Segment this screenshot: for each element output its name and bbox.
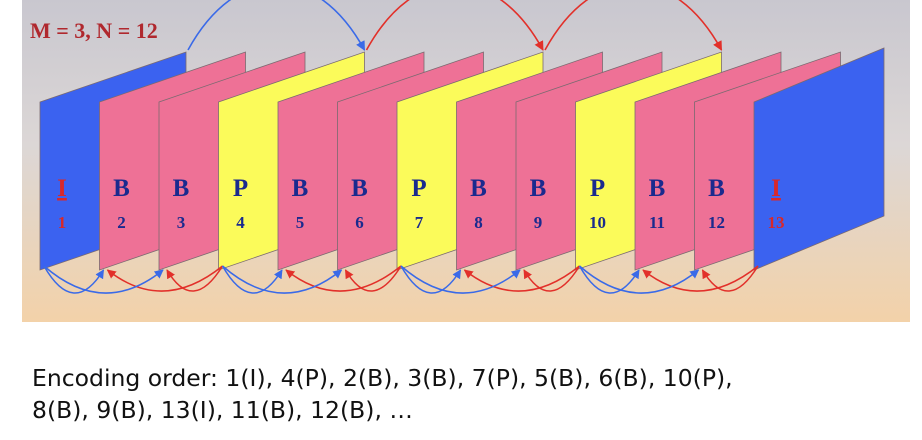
arc-bottom-4-to-5: [221, 265, 283, 294]
frame-13-number: 13: [768, 213, 785, 232]
frame-8-type: B: [470, 175, 487, 202]
frame-11-type: B: [649, 175, 666, 202]
frame-6-type: B: [351, 175, 368, 202]
arc-bottom-10-to-9: [523, 265, 581, 292]
frame-11-number: 11: [649, 213, 665, 232]
encoding-order-line-2: 8(B), 9(B), 13(I), 11(B), 12(B), …: [32, 396, 413, 424]
frame-2-number: 2: [117, 213, 126, 232]
arc-bottom-10-to-11: [578, 265, 640, 294]
arc-top-7-to-10: [544, 0, 723, 51]
frame-12-type: B: [708, 175, 725, 202]
frame-labels: I 1 B 2 B 3 P 4 B 5 B 6 P 7 B 8 B 9 P 10 B 11 B 12 I 13: [57, 175, 784, 232]
frame-4-number: 4: [236, 213, 245, 232]
frame-12-number: 12: [708, 213, 725, 232]
frame-1-number: 1: [58, 213, 67, 232]
frame-9-number: 9: [534, 213, 543, 232]
arc-bottom-13-to-11: [642, 265, 759, 292]
encoding-order-caption: Encoding order: 1(I), 4(P), 2(B), 3(B), …: [32, 362, 912, 426]
frame-2-type: B: [113, 175, 130, 202]
frame-13-type: I: [771, 175, 781, 202]
frame-9-type: B: [530, 175, 547, 202]
frame-3-number: 3: [177, 213, 186, 232]
frame-8-number: 8: [474, 213, 483, 232]
arc-top-1-to-4: [187, 0, 366, 51]
encoding-order-line-1: Encoding order: 1(I), 4(P), 2(B), 3(B), …: [32, 364, 733, 392]
frame-4-type: P: [233, 175, 248, 202]
gop-diagram: M = 3, N = 12 I 1 B 2 B 3 P 4 B 5 B 6 P 7 B 8 B 9 P 10 B 11 B 1…: [22, 0, 910, 322]
frame-1-type: I: [57, 175, 67, 202]
arc-bottom-10-to-12: [579, 265, 700, 294]
gop-label: M = 3, N = 12: [30, 18, 158, 43]
frame-7-type: P: [411, 175, 426, 202]
frame-3-type: B: [173, 175, 190, 202]
arc-bottom-10-to-8: [463, 265, 580, 292]
arc-top-4-to-7: [365, 0, 544, 51]
arc-bottom-13-to-12: [701, 265, 759, 292]
arc-bottom-7-to-5: [285, 265, 402, 292]
arc-bottom-4-to-6: [222, 265, 343, 294]
arc-bottom-4-to-2: [106, 265, 223, 292]
top-reference-arcs: [187, 0, 723, 51]
bottom-reference-arcs: [43, 265, 759, 294]
frame-5-number: 5: [296, 213, 305, 232]
frame-13-sheet: [753, 47, 885, 271]
arc-bottom-1-to-3: [43, 265, 164, 294]
frame-5-type: B: [292, 175, 309, 202]
frame-10-type: P: [590, 175, 605, 202]
frame-6-number: 6: [355, 213, 364, 232]
frame-7-number: 7: [415, 213, 424, 232]
arc-bottom-7-to-6: [344, 265, 402, 292]
arc-bottom-7-to-9: [400, 265, 521, 294]
frame-sequence: [39, 47, 885, 271]
frame-10-number: 10: [589, 213, 606, 232]
arc-bottom-7-to-8: [400, 265, 462, 294]
arc-bottom-1-to-2: [43, 265, 105, 294]
arc-bottom-4-to-3: [166, 265, 224, 292]
